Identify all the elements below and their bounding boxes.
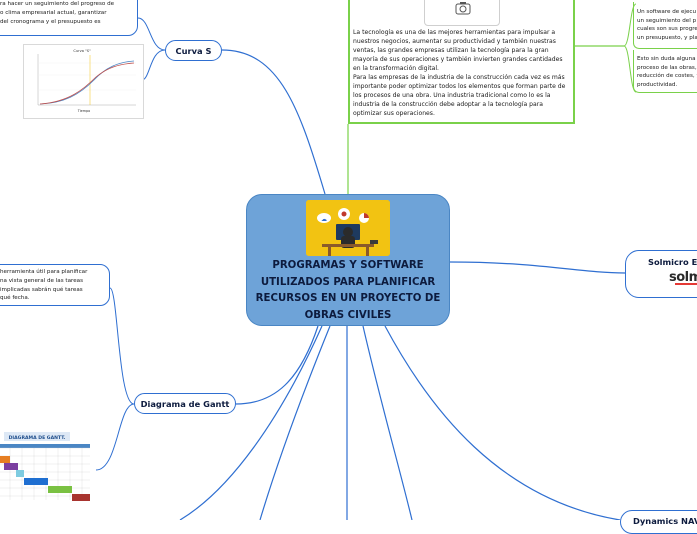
branch-curva-s[interactable]: Curva S: [165, 40, 222, 61]
tech-paragraph-2: Para las empresas de la industria de la …: [353, 74, 566, 117]
branch-dynamics-nav[interactable]: Dynamics NAV: [620, 510, 697, 534]
right-note-2-line: proceso de las obras,: [637, 64, 697, 71]
right-note-2-line: Esto sin duda alguna: [637, 56, 696, 62]
right-note-1-frame: [633, 2, 697, 49]
tech-note-text: La tecnología es una de las mejores herr…: [353, 28, 569, 118]
curva-s-chart: Curva "S" Tiempo: [37, 49, 136, 113]
connector-curva-s: [221, 49, 326, 195]
connector-gantt-note: [109, 287, 135, 405]
gantt-note-line: implicadas sabrán qué tareas: [0, 286, 83, 293]
tech-paragraph-1: La tecnología es una de las mejores herr…: [353, 29, 563, 72]
gantt-note-bubble[interactable]: [0, 264, 110, 306]
right-note-1-line: Un software de ejecu: [637, 9, 697, 15]
solmicro-logo-underline: [675, 283, 697, 285]
curva-s-note-line: del cronograma y el presupuesto es: [0, 18, 101, 25]
connector-lines: [95, 3, 637, 520]
connector-curva-s-note: [137, 17, 166, 51]
connector-gantt: [235, 325, 319, 405]
curva-s-chart-title: Curva "S": [73, 49, 91, 53]
curva-s-note-bubble[interactable]: [0, 0, 138, 36]
gantt-note-line: herramienta útil para planificar: [0, 269, 88, 275]
right-note-1: Un software de ejecu un seguimiento del …: [637, 8, 697, 42]
gantt-grid: [0, 447, 90, 500]
connector-gantt-chart: [95, 403, 135, 471]
curve-actual: [39, 62, 135, 105]
gantt-title-band: [4, 432, 70, 441]
gantt-bar: [48, 486, 72, 493]
connector-lower-4: [179, 325, 323, 520]
branch-dynamics-label: Dynamics NAV: [633, 516, 697, 526]
curva-s-note-line: ra hacer un seguimiento del progreso de: [0, 1, 115, 7]
gantt-bar: [4, 463, 18, 470]
branch-solmicro-label: Solmicro ERP: [648, 257, 697, 267]
gantt-chart-title: DIAGRAMA DE GANTT.: [9, 435, 66, 441]
right-note-2-line: productividad.: [637, 81, 678, 88]
branch-solmicro[interactable]: Solmicro ERP: [625, 250, 697, 298]
right-note-1-line: cuales son sus progre: [637, 26, 697, 33]
gantt-bar: [16, 470, 24, 477]
right-note-2-line: reducción de costes, y: [637, 73, 697, 80]
gantt-bar: [0, 456, 10, 463]
branch-curva-s-label: Curva S: [175, 45, 212, 56]
connector-dynamics: [384, 325, 621, 520]
solmicro-logo: solm: [669, 270, 697, 285]
gantt-bar: [72, 494, 90, 501]
curva-s-xlabel: Tiempo: [77, 109, 91, 113]
svg-text:☁: ☁: [321, 216, 327, 223]
right-note-1-line: un seguimiento del p: [637, 17, 697, 24]
gantt-note: herramienta útil para planificar na vist…: [0, 268, 108, 303]
branch-gantt-label: Diagrama de Gantt: [140, 398, 230, 409]
gantt-note-line: na vista general de las tareas: [0, 277, 83, 284]
gantt-note-line: qué fecha.: [0, 295, 30, 302]
gantt-bar: [24, 478, 48, 485]
camera-icon: [455, 2, 471, 15]
gantt-chart: DIAGRAMA DE GANTT.: [0, 432, 90, 501]
curva-s-note: ra hacer un seguimiento del progreso de …: [0, 0, 134, 26]
connector-lower-3: [259, 325, 331, 520]
gantt-header-band: [0, 444, 90, 448]
connector-curva-s-chart: [141, 49, 166, 81]
person-at-computer-icon: ☁: [306, 200, 390, 256]
right-note-2-frame: [633, 50, 697, 93]
central-image: ☁: [306, 200, 390, 256]
connector-lower-1: [362, 325, 413, 520]
curve-planned: [39, 60, 135, 105]
curva-s-chart-image[interactable]: Curva "S" Tiempo: [23, 44, 144, 119]
curva-s-note-line: o clima empresarial actual, garantizar: [0, 9, 107, 16]
central-title: PROGRAMAS Y SOFTWARE UTILIZADOS PARA PLA…: [255, 260, 441, 321]
right-note-2: Esto sin duda alguna proceso de las obra…: [637, 55, 697, 89]
right-note-1-line: un presupuesto, y pla: [637, 34, 697, 41]
gantt-chart-image[interactable]: DIAGRAMA DE GANTT.: [0, 430, 92, 502]
tech-image-placeholder: [424, 0, 500, 26]
branch-gantt[interactable]: Diagrama de Gantt: [134, 393, 236, 414]
connector-solmicro: [449, 261, 626, 274]
